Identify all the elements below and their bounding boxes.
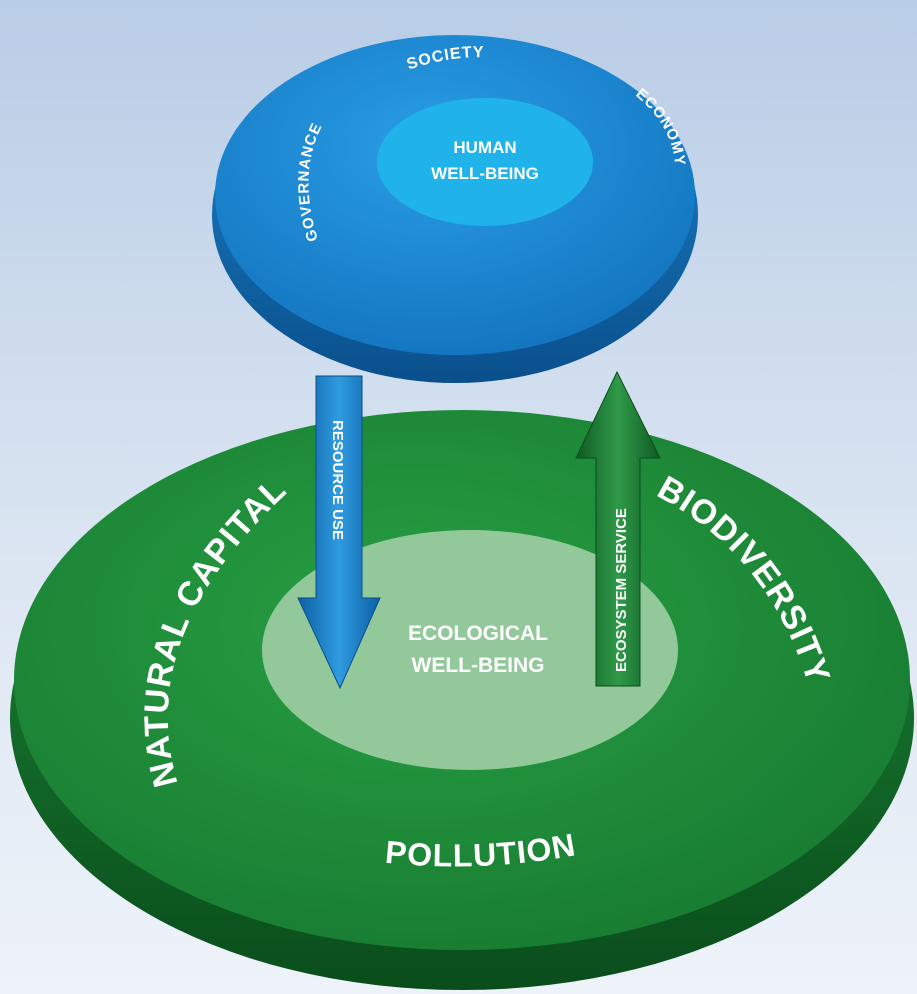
human-wellbeing-line1: HUMAN: [453, 138, 516, 157]
ecological-wellbeing-line2: WELL-BEING: [412, 654, 545, 677]
ecosystem-service-arrow: ECOSYSTEM SERVICE: [575, 370, 661, 687]
ecosystem-service-label: ECOSYSTEM SERVICE: [613, 508, 630, 672]
human-core: [377, 98, 593, 226]
ecological-disc: [10, 410, 914, 990]
human-disc: [212, 35, 698, 383]
resource-use-label: RESOURCE USE: [329, 420, 346, 540]
ecological-wellbeing-line1: ECOLOGICAL: [408, 622, 548, 645]
ecological-core: [262, 530, 678, 770]
human-wellbeing-line2: WELL-BEING: [431, 164, 539, 183]
resource-use-arrow: RESOURCE USE: [297, 375, 381, 690]
